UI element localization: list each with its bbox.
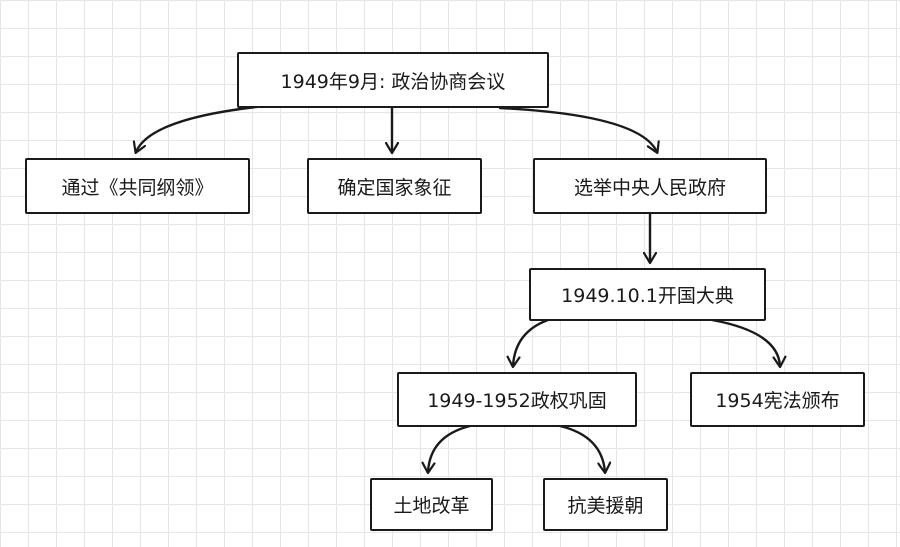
korean-war-node: 抗美援朝 [543,478,668,531]
constitution-label: 1954宪法颁布 [715,390,840,412]
root-node-label: 1949年9月: 政治协商会议 [280,70,506,93]
founding-ceremony-label: 1949.10.1开国大典 [561,285,734,307]
consolidation-label: 1949-1952政权巩固 [427,390,607,412]
national-symbols-node: 确定国家象征 [307,158,482,214]
founding-ceremony-node: 1949.10.1开国大典 [529,268,766,321]
arrow-root-to-elect-government [498,106,657,152]
land-reform-label: 土地改革 [393,495,470,517]
consolidation-node: 1949-1952政权巩固 [397,372,637,427]
national-symbols-label: 确定国家象征 [337,176,452,199]
arrow-consolidation-to-land-reform [428,424,472,472]
elect-government-node: 选举中央人民政府 [533,158,767,214]
elect-government-label: 选举中央人民政府 [573,176,726,199]
arrow-root-to-common-program [136,104,267,152]
land-reform-node: 土地改革 [370,478,493,531]
arrow-consolidation-to-korean-war [558,424,605,472]
arrow-founding-to-constitution [710,318,780,366]
common-program-node: 通过《共同纲领》 [25,158,250,214]
constitution-node: 1954宪法颁布 [690,372,865,427]
korean-war-label: 抗美援朝 [567,495,644,517]
root-node: 1949年9月: 政治协商会议 [237,52,549,108]
common-program-label: 通过《共同纲领》 [61,176,214,199]
arrow-founding-to-consolidation [513,318,550,366]
